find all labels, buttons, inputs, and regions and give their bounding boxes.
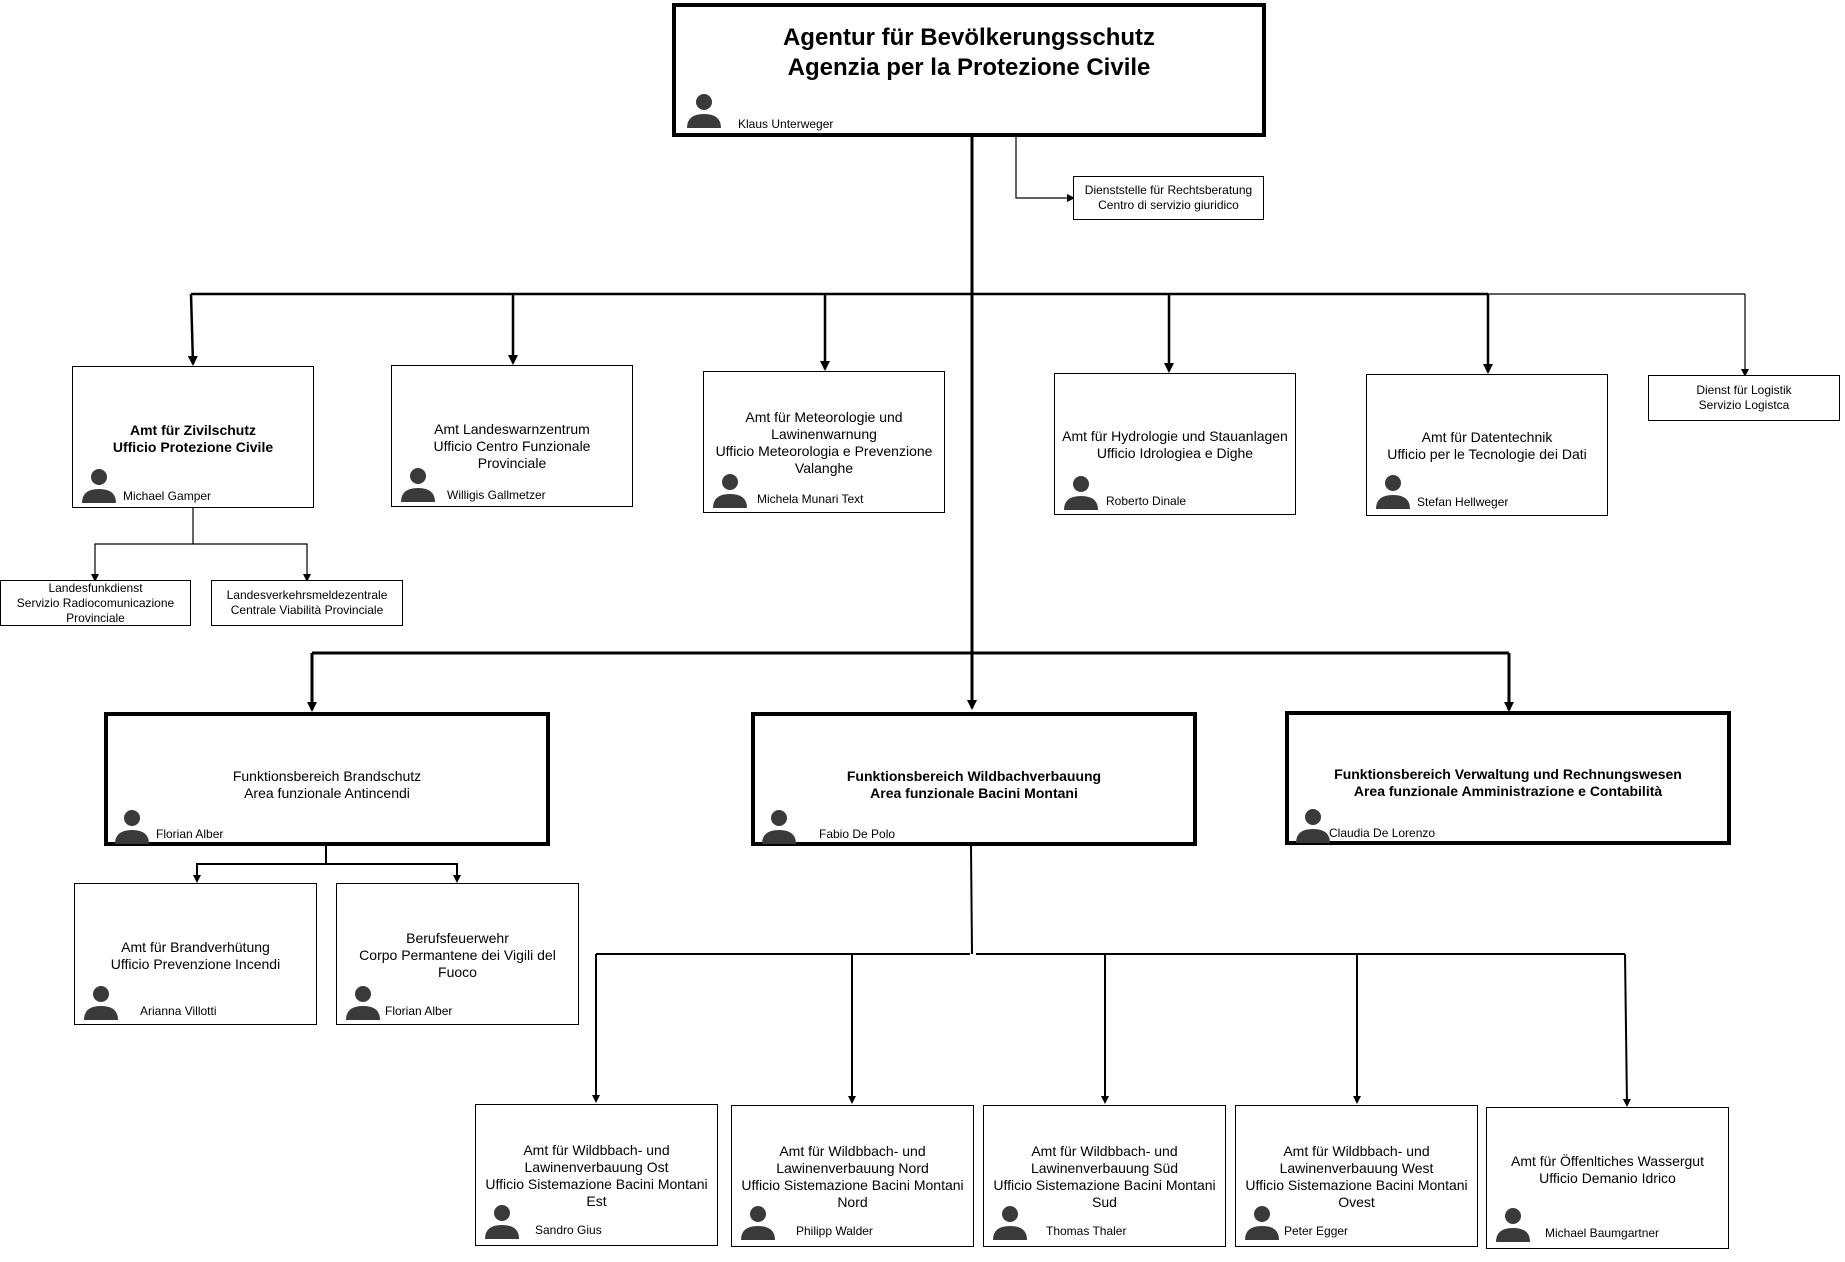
- node-warnzentrum[interactable]: Amt Landeswarnzentrum Ufficio Centro Fun…: [391, 365, 633, 507]
- person-name: Florian Alber: [156, 827, 224, 841]
- person-name: Stefan Hellweger: [1417, 495, 1509, 509]
- person-icon: [82, 469, 116, 503]
- person-icon: [713, 474, 747, 508]
- node-title: Landesverkehrsmeldezentrale Centrale Via…: [226, 588, 388, 617]
- node-title: Funktionsbereich Verwaltung und Rechnung…: [1334, 766, 1682, 799]
- node-title: Amt für Meteorologie und Lawinenwarnung …: [715, 409, 933, 476]
- node-legal-service[interactable]: Dienststelle für Rechtsberatung Centro d…: [1073, 176, 1264, 220]
- person-name: Fabio De Polo: [819, 827, 896, 841]
- person-name: Sandro Gius: [535, 1223, 602, 1237]
- person-icon: [762, 810, 796, 844]
- node-title: Amt für Öffenltiches Wassergut Ufficio D…: [1511, 1153, 1704, 1186]
- node-verwaltung[interactable]: Funktionsbereich Verwaltung und Rechnung…: [1285, 711, 1731, 845]
- node-title: Amt für Wildbbach- und Lawinenverbauung …: [485, 1142, 708, 1209]
- person-name: Thomas Thaler: [1046, 1224, 1127, 1238]
- node-meteorologie[interactable]: Amt für Meteorologie und Lawinenwarnung …: [703, 371, 945, 513]
- person-icon: [401, 468, 435, 502]
- node-brandverhuetung[interactable]: Amt für Brandverhütung Ufficio Prevenzio…: [74, 883, 317, 1025]
- node-title: Funktionsbereich Wildbachverbauung Area …: [846, 768, 1102, 801]
- node-title: Dienst für Logistik Servizio Logistca: [1696, 383, 1792, 412]
- person-name: Florian Alber: [385, 1004, 453, 1018]
- person-icon: [1245, 1206, 1279, 1240]
- node-logistik[interactable]: Dienst für Logistik Servizio Logistca: [1648, 375, 1840, 421]
- node-wildbach-nord[interactable]: Amt für Wildbbach- und Lawinenverbauung …: [731, 1105, 974, 1247]
- person-name: Klaus Unterweger: [738, 117, 834, 131]
- node-title: Agentur für Bevölkerungsschutz Agenzia p…: [782, 24, 1156, 81]
- node-agency[interactable]: Agentur für Bevölkerungsschutz Agenzia p…: [672, 3, 1266, 137]
- node-title: Amt Landeswarnzentrum Ufficio Centro Fun…: [433, 421, 591, 471]
- node-datentechnik[interactable]: Amt für Datentechnik Ufficio per le Tecn…: [1366, 374, 1608, 516]
- person-name: Michela Munari Text: [757, 492, 864, 506]
- node-title: Amt für Zivilschutz Ufficio Protezione C…: [112, 422, 274, 455]
- node-wassergut[interactable]: Amt für Öffenltiches Wassergut Ufficio D…: [1486, 1107, 1729, 1249]
- person-icon: [346, 986, 380, 1020]
- person-icon: [993, 1206, 1027, 1240]
- node-title: Funktionsbereich Brandschutz Area funzio…: [232, 768, 422, 801]
- node-title: Amt für Hydrologie und Stauanlagen Uffic…: [1062, 428, 1288, 461]
- node-title: Amt für Wildbbach- und Lawinenverbauung …: [993, 1143, 1216, 1210]
- node-wildbach-ost[interactable]: Amt für Wildbbach- und Lawinenverbauung …: [475, 1104, 718, 1246]
- node-wildbach-west[interactable]: Amt für Wildbbach- und Lawinenverbauung …: [1235, 1105, 1478, 1247]
- person-name: Michael Baumgartner: [1545, 1226, 1660, 1240]
- person-icon: [84, 986, 118, 1020]
- node-zivilschutz[interactable]: Amt für Zivilschutz Ufficio Protezione C…: [72, 366, 314, 508]
- person-icon: [485, 1205, 519, 1239]
- person-name: Willigis Gallmetzer: [447, 488, 546, 502]
- node-title: Landesfunkdienst Servizio Radiocomunicaz…: [16, 581, 175, 625]
- person-icon: [1064, 476, 1098, 510]
- node-brandschutz[interactable]: Funktionsbereich Brandschutz Area funzio…: [104, 712, 550, 846]
- person-icon: [1376, 475, 1410, 509]
- person-name: Peter Egger: [1284, 1224, 1349, 1238]
- person-icon: [115, 810, 149, 844]
- node-berufsfeuerwehr[interactable]: Berufsfeuerwehr Corpo Permantene dei Vig…: [336, 883, 579, 1025]
- person-name: Roberto Dinale: [1106, 494, 1187, 508]
- node-title: Amt für Brandverhütung Ufficio Prevenzio…: [110, 939, 281, 972]
- person-icon: [1296, 809, 1330, 843]
- person-name: Philipp Walder: [796, 1224, 873, 1238]
- node-wildbach-sued[interactable]: Amt für Wildbbach- und Lawinenverbauung …: [983, 1105, 1226, 1247]
- node-title: Berufsfeuerwehr Corpo Permantene dei Vig…: [359, 930, 556, 980]
- node-wildbachverbauung[interactable]: Funktionsbereich Wildbachverbauung Area …: [751, 712, 1197, 846]
- node-verkehrsmeldezentrale[interactable]: Landesverkehrsmeldezentrale Centrale Via…: [211, 580, 403, 626]
- person-icon: [741, 1206, 775, 1240]
- person-name: Michael Gamper: [123, 489, 212, 503]
- node-landesfunkdienst[interactable]: Landesfunkdienst Servizio Radiocomunicaz…: [0, 580, 191, 626]
- node-title: Amt für Wildbbach- und Lawinenverbauung …: [1245, 1143, 1468, 1210]
- person-icon: [687, 94, 721, 128]
- person-name: Claudia De Lorenzo: [1329, 826, 1436, 840]
- node-hydrologie[interactable]: Amt für Hydrologie und Stauanlagen Uffic…: [1054, 373, 1296, 515]
- node-title: Amt für Wildbbach- und Lawinenverbauung …: [741, 1143, 964, 1210]
- person-icon: [1496, 1208, 1530, 1242]
- node-title: Amt für Datentechnik Ufficio per le Tecn…: [1387, 429, 1587, 462]
- node-title: Dienststelle für Rechtsberatung Centro d…: [1084, 183, 1253, 212]
- person-name: Arianna Villotti: [140, 1004, 217, 1018]
